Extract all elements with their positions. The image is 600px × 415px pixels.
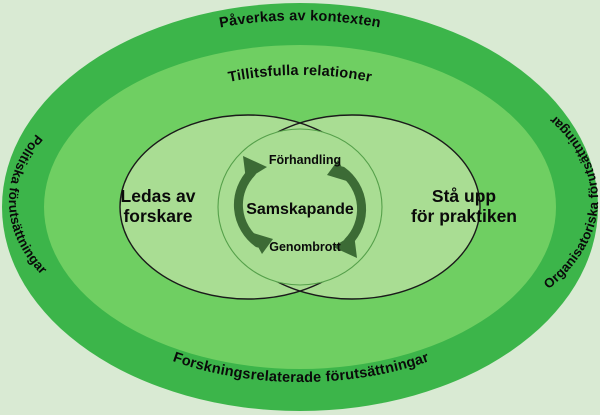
cycle-arrow-left (233, 156, 267, 248)
cycle-arrow-right (333, 166, 367, 258)
lobe-left-label-line2: forskare (123, 206, 192, 226)
cycle-label-bottom: Genombrott (269, 240, 341, 254)
ring-label-middle: Tillitsfulla relationer (227, 63, 373, 86)
core-label: Samskapande (246, 201, 354, 218)
cycle-arrow-right-tail (327, 160, 350, 182)
cycle-arrow-left-tail (250, 232, 273, 254)
lobe-right-label-line1: Stå upp (432, 186, 496, 206)
ring-label-outer: Påverkas av kontexten (218, 8, 382, 31)
lobe-right-label-line2: för praktiken (411, 206, 517, 226)
lobe-left-label-line1: Ledas av (121, 186, 196, 206)
cycle-label-top: Förhandling (269, 153, 341, 167)
